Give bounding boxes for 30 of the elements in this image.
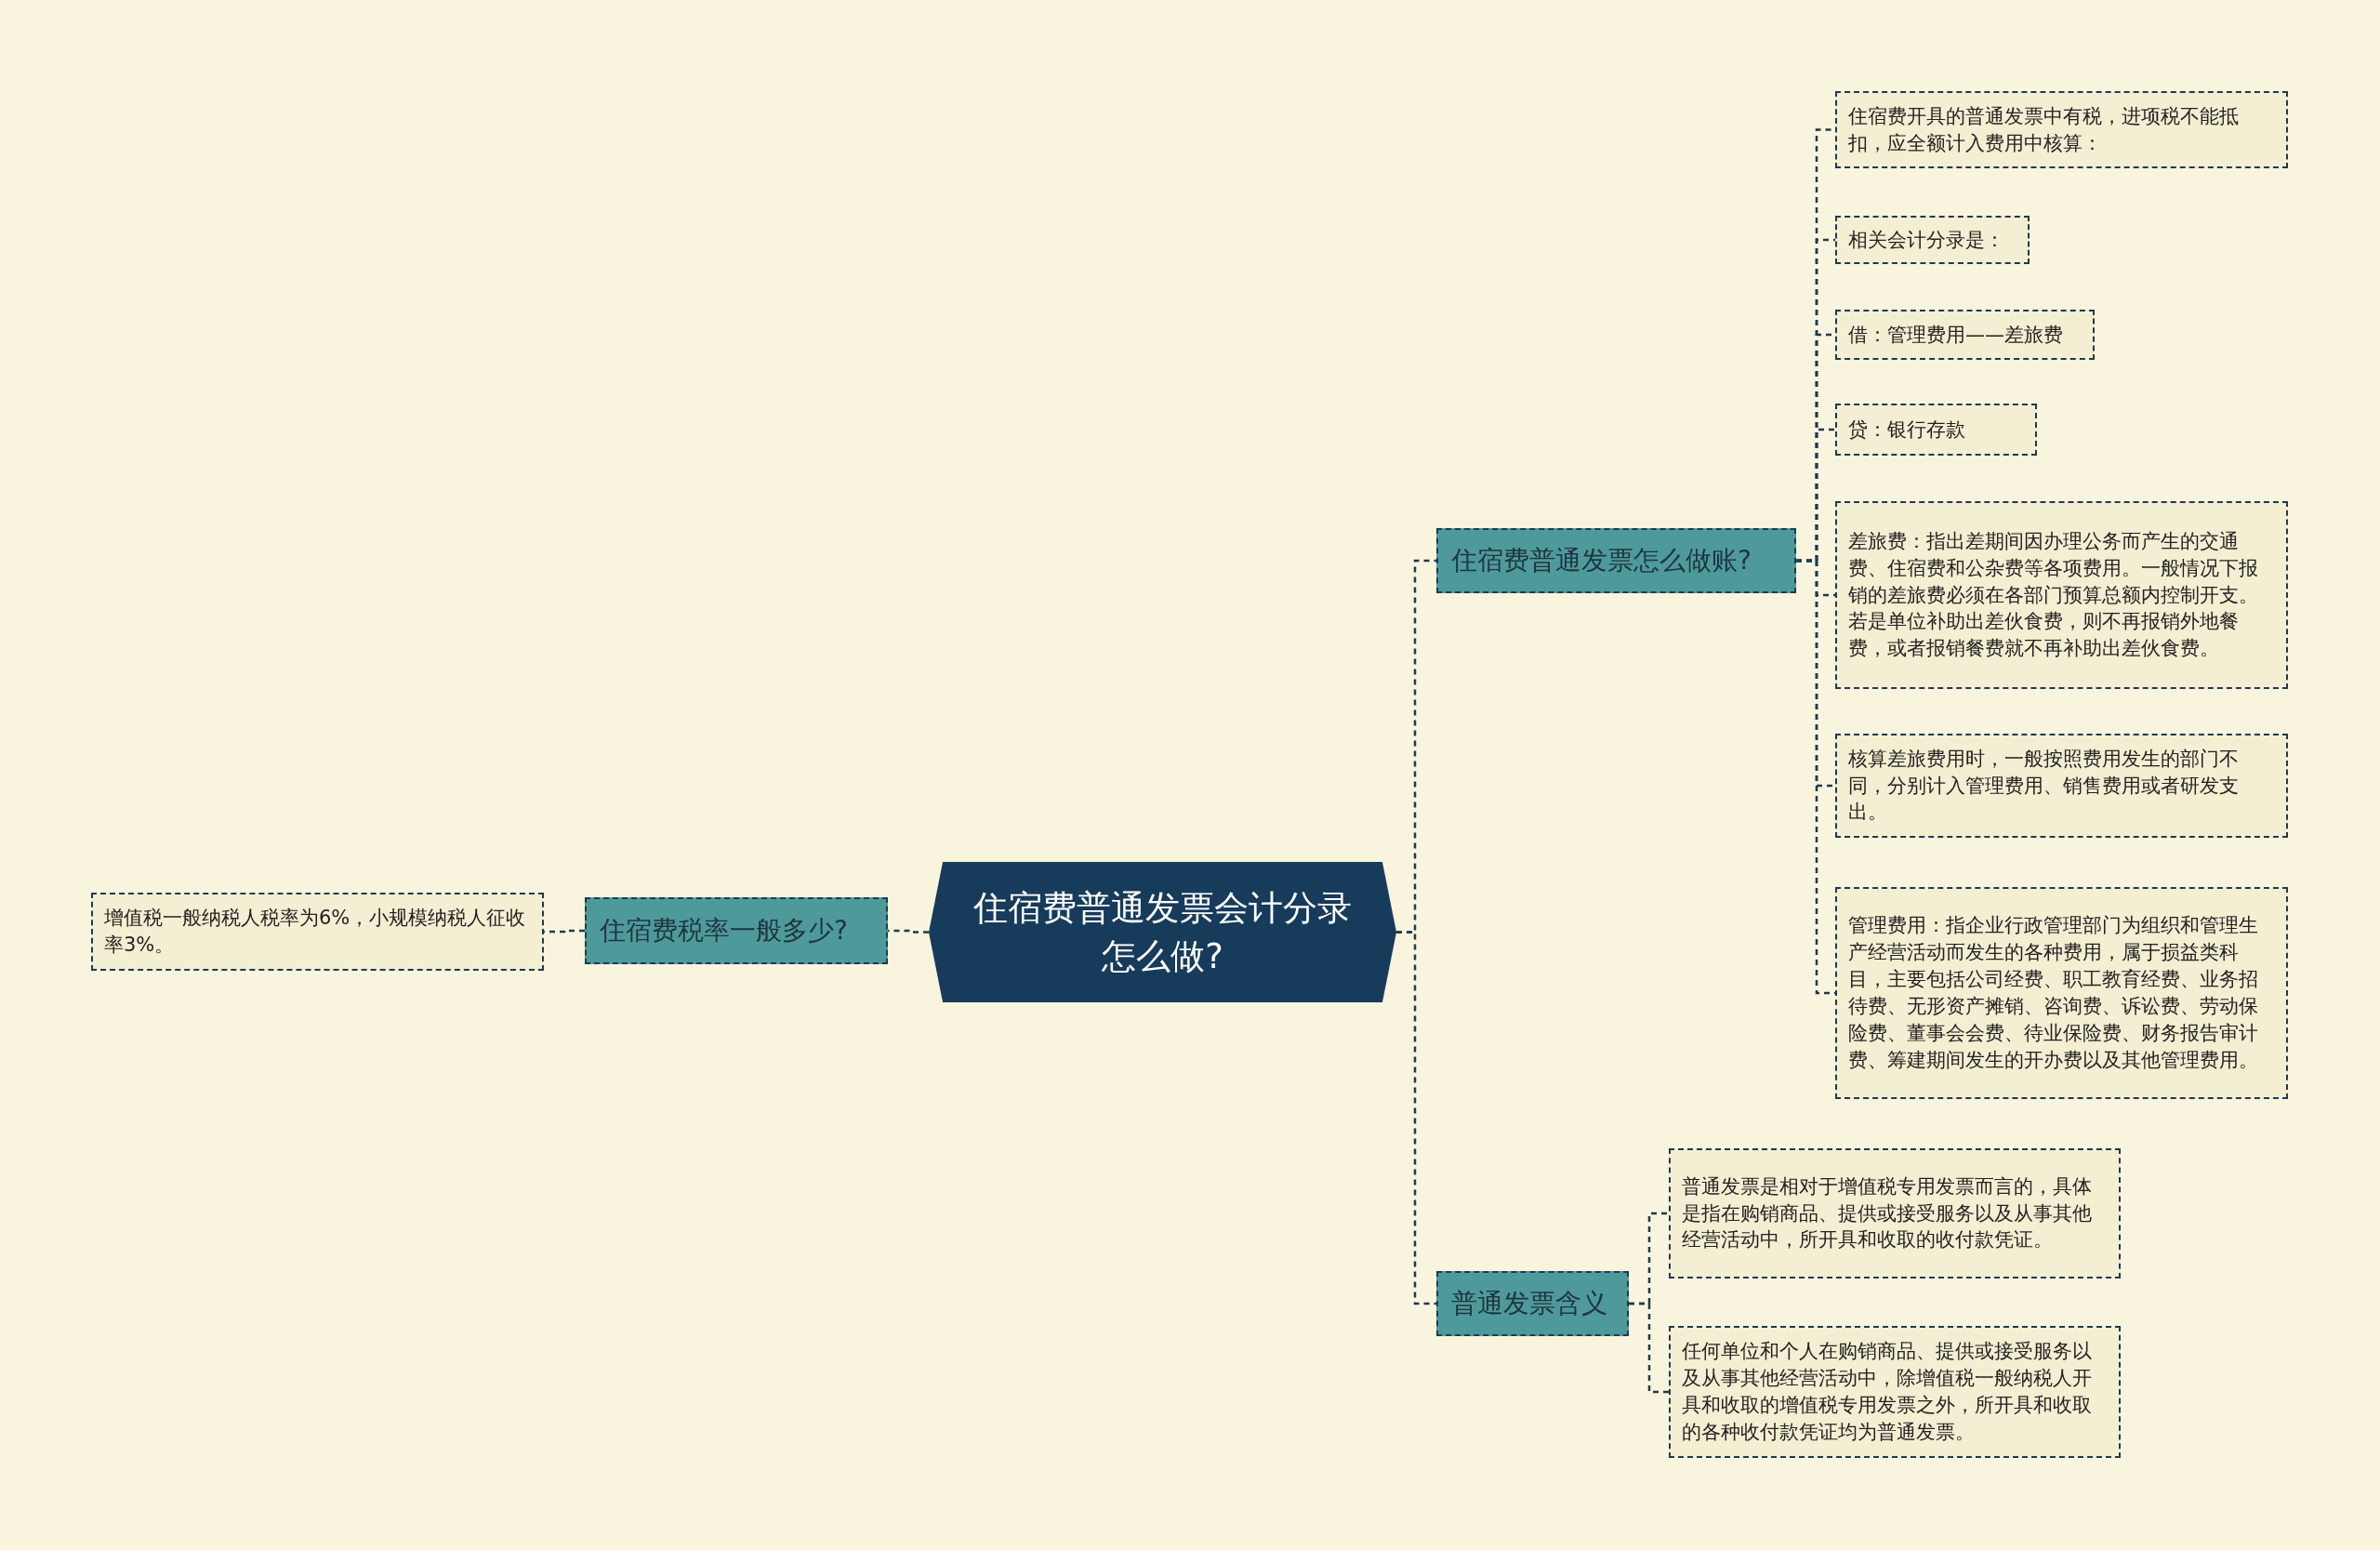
node-text: 相关会计分录是： — [1848, 227, 2004, 253]
connector-line — [1629, 1302, 1669, 1394]
note-box — [1835, 887, 2288, 1099]
branch-box — [585, 897, 888, 964]
node-text: 普通发票是相对于增值税专用发票而言的，具体是指在购销商品、提供或接受服务以及从事其他经营活动中，所开具和收取的收付款凭证。 — [1682, 1173, 2093, 1253]
topic-hexagon — [929, 862, 1396, 1002]
node-text: 住宿费普通发票会计分录怎么做? — [972, 886, 1353, 978]
node-text: 管理费用：指企业行政管理部门为组织和管理生产经营活动而发生的各种费用，属于损益类科目，主要包括公司经费、职工教育经费、业务招待费、无形资产摊销、咨询费、诉讼费、劳动保险费、董事会会费、待业保险费、财务报告审计费、筹建期间发生的开办费以及其他管理费用。 — [1848, 913, 2259, 1073]
note-box — [91, 893, 544, 971]
node-text: 住宿费普通发票怎么做账? — [1451, 544, 1752, 577]
note-box — [1835, 734, 2288, 838]
connector-line — [1396, 931, 1436, 1305]
note-box — [1835, 216, 2030, 264]
note-box — [1669, 1326, 2121, 1458]
node-text: 住宿费开具的普通发票中有税，进项税不能抵扣，应全额计入费用中核算： — [1848, 103, 2240, 156]
node-text: 普通发票含义 — [1451, 1287, 1607, 1320]
branch-box — [1436, 1271, 1629, 1336]
note-box — [1835, 310, 2095, 360]
node-text: 住宿费税率一般多少? — [600, 914, 848, 947]
note-box — [1835, 404, 2037, 456]
note-box — [1669, 1148, 2121, 1278]
node-text: 差旅费：指出差期间因办理公务而产生的交通费、住宿费和公杂费等各项费用。一般情况下报销的差旅费必须在各部门预算总额内控制开支。若是单位补助出差伙食费，则不再报销外地餐费，或者报销餐费就不再补助出差伙食费。 — [1848, 528, 2259, 662]
node-text: 贷：银行存款 — [1848, 417, 1965, 443]
node-text: 核算差旅费用时，一般按照费用发生的部门不同，分别计入管理费用、销售费用或者研发支出。 — [1848, 746, 2240, 826]
node-text: 任何单位和个人在购销商品、提供或接受服务以及从事其他经营活动中，除增值税一般纳税人开具和收取的增值税专用发票之外，所开具和收取的各种收付款凭证均为普通发票。 — [1682, 1339, 2093, 1445]
note-box — [1835, 501, 2288, 689]
branch-box — [1436, 528, 1796, 593]
node-text: 增值税一般纳税人税率为6%，小规模纳税人征收率3%。 — [104, 906, 527, 958]
note-box — [1835, 91, 2288, 168]
node-text: 借：管理费用——差旅费 — [1848, 322, 2063, 348]
